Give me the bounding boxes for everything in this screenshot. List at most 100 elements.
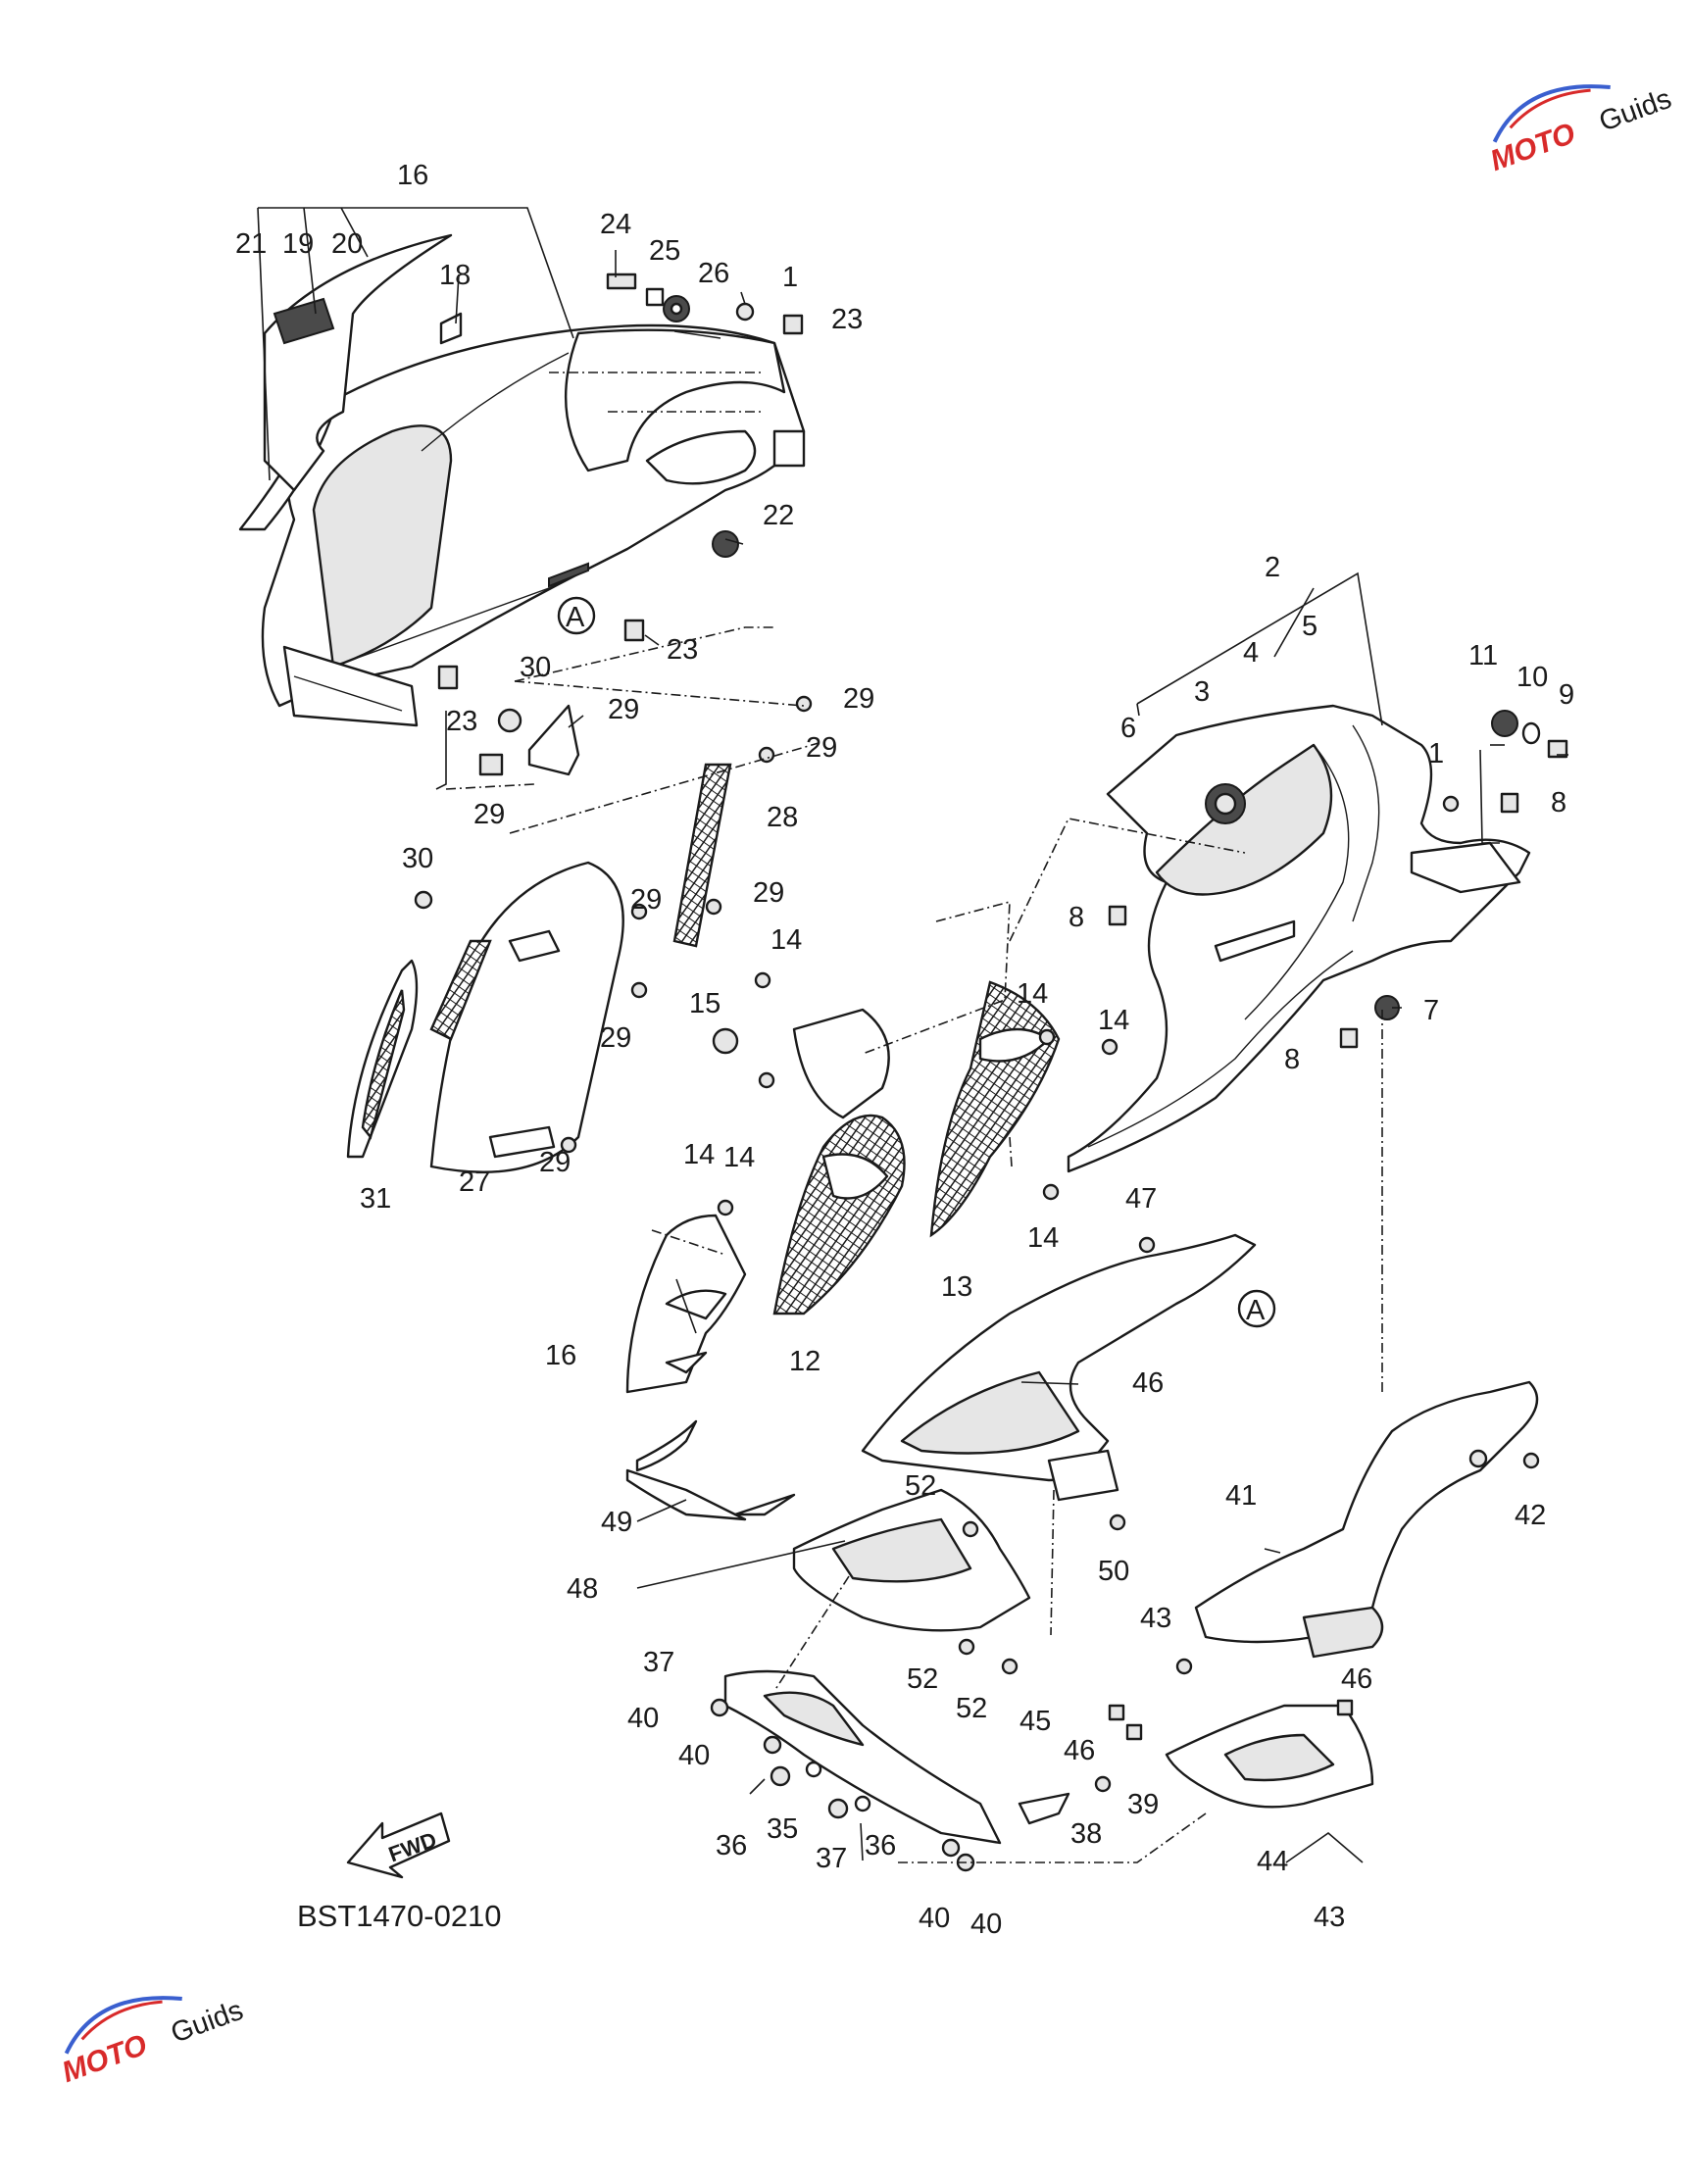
callout: 14 bbox=[770, 924, 802, 956]
emblem-3 bbox=[1205, 783, 1246, 824]
callout: 7 bbox=[1423, 995, 1439, 1026]
callout: 46 bbox=[1064, 1735, 1095, 1766]
reference-circle-icon: A bbox=[557, 596, 596, 635]
inner-panel-27 bbox=[429, 861, 624, 1173]
watermark-brand: MOTO bbox=[58, 2028, 151, 2089]
clip-46 bbox=[1108, 1699, 1354, 1741]
screw-52 bbox=[958, 1520, 1019, 1675]
reference-label: A bbox=[1246, 1295, 1266, 1326]
callout: 10 bbox=[1516, 662, 1548, 693]
callout: 46 bbox=[1341, 1663, 1372, 1695]
grommet-22 bbox=[712, 530, 739, 558]
reference-label: A bbox=[566, 602, 585, 633]
callout: 39 bbox=[1127, 1789, 1159, 1820]
callout: 37 bbox=[816, 1843, 847, 1874]
nut-23-low bbox=[437, 665, 459, 690]
drawing-code: BST1470-0210 bbox=[297, 1899, 502, 1933]
callout: 40 bbox=[970, 1909, 1002, 1940]
screw-1-right bbox=[1442, 795, 1460, 813]
moto-guids-logo: MOTO Guids bbox=[1486, 83, 1675, 177]
watermark-brand: MOTO bbox=[1486, 117, 1579, 177]
callout: 19 bbox=[282, 228, 314, 260]
grille-28 bbox=[672, 763, 732, 948]
callout: 1 bbox=[782, 262, 798, 293]
collar-25 bbox=[645, 287, 665, 307]
callout: 28 bbox=[767, 802, 798, 833]
callout: 14 bbox=[1098, 1005, 1129, 1036]
callout: 18 bbox=[439, 260, 471, 291]
callout: 52 bbox=[907, 1663, 938, 1695]
nut-8-bottom bbox=[1339, 1027, 1359, 1049]
callout: 52 bbox=[956, 1693, 987, 1724]
callout: 35 bbox=[767, 1813, 798, 1845]
callout: 14 bbox=[683, 1139, 715, 1170]
moto-guids-logo: MOTO Guids bbox=[58, 1995, 247, 2089]
callout: 24 bbox=[600, 209, 631, 240]
bracket-38 bbox=[1018, 1792, 1070, 1825]
duct-16 bbox=[625, 1214, 747, 1394]
callout: 22 bbox=[763, 500, 794, 531]
leader-lines bbox=[257, 207, 1568, 1863]
side-cowl-2 bbox=[1067, 704, 1531, 1173]
callout: 47 bbox=[1125, 1183, 1157, 1215]
callout: 31 bbox=[360, 1183, 391, 1215]
callout: 3 bbox=[1194, 676, 1210, 708]
callout: 14 bbox=[1027, 1222, 1059, 1254]
under-cover-35 bbox=[723, 1669, 1002, 1845]
callout: 30 bbox=[520, 652, 551, 683]
callout: 29 bbox=[600, 1022, 631, 1054]
callout: 27 bbox=[459, 1166, 490, 1198]
grommet-26 bbox=[663, 295, 690, 323]
clip-33 bbox=[478, 753, 504, 776]
callout: 11 bbox=[1468, 640, 1498, 671]
nut-8-left bbox=[1108, 905, 1127, 926]
callout: 37 bbox=[643, 1647, 674, 1678]
callout: 40 bbox=[919, 1903, 950, 1934]
callout: 44 bbox=[1257, 1846, 1288, 1877]
decal-51 bbox=[625, 1419, 796, 1521]
front-cowl-17 bbox=[261, 323, 806, 727]
fwd-arrow-icon: FWD bbox=[346, 1812, 451, 1879]
decal-set-19-20-21 bbox=[238, 233, 463, 531]
callout: 21 bbox=[235, 228, 267, 260]
grille-13 bbox=[929, 980, 1061, 1238]
watermark-sub: Guids bbox=[167, 1995, 247, 2050]
reference-circle-icon: A bbox=[1237, 1289, 1276, 1328]
screw-14 bbox=[717, 971, 1118, 1216]
callout: 16 bbox=[545, 1340, 576, 1371]
nut-23-top bbox=[782, 314, 804, 335]
callout: 20 bbox=[331, 228, 363, 260]
bracket-32 bbox=[527, 704, 580, 776]
callout: 12 bbox=[789, 1346, 820, 1377]
bolt-24 bbox=[606, 250, 637, 290]
callout: 49 bbox=[601, 1507, 632, 1538]
bolt-37 bbox=[770, 1765, 849, 1819]
callout: 30 bbox=[402, 843, 433, 874]
grommet-30 bbox=[414, 890, 433, 910]
callout: 48 bbox=[567, 1573, 598, 1605]
callout: 29 bbox=[473, 799, 505, 830]
callout: 15 bbox=[689, 988, 721, 1019]
grommet-11 bbox=[1491, 710, 1518, 737]
callout: 36 bbox=[865, 1830, 896, 1861]
bolt-9 bbox=[1547, 739, 1568, 759]
washer-36 bbox=[805, 1761, 871, 1812]
screw-42 bbox=[1522, 1452, 1540, 1469]
callout: 40 bbox=[678, 1740, 710, 1771]
callout-labels: 16 21 19 20 18 24 25 26 1 23 22 23 23 30… bbox=[235, 160, 1574, 1940]
screw-29 bbox=[560, 695, 813, 1154]
callout: 38 bbox=[1070, 1818, 1102, 1850]
screw-48 bbox=[1138, 1236, 1156, 1254]
callout: 23 bbox=[831, 304, 863, 335]
callout: 23 bbox=[446, 706, 477, 737]
watermark-sub: Guids bbox=[1595, 83, 1675, 138]
callout: 14 bbox=[1017, 978, 1048, 1010]
screw-39 bbox=[1094, 1775, 1112, 1793]
callout: 1 bbox=[1428, 738, 1444, 769]
callout: 43 bbox=[1140, 1603, 1171, 1634]
callout: 6 bbox=[1120, 713, 1136, 744]
grille-12 bbox=[772, 1114, 906, 1315]
callout: 29 bbox=[630, 884, 662, 916]
collar-10 bbox=[1521, 721, 1541, 745]
